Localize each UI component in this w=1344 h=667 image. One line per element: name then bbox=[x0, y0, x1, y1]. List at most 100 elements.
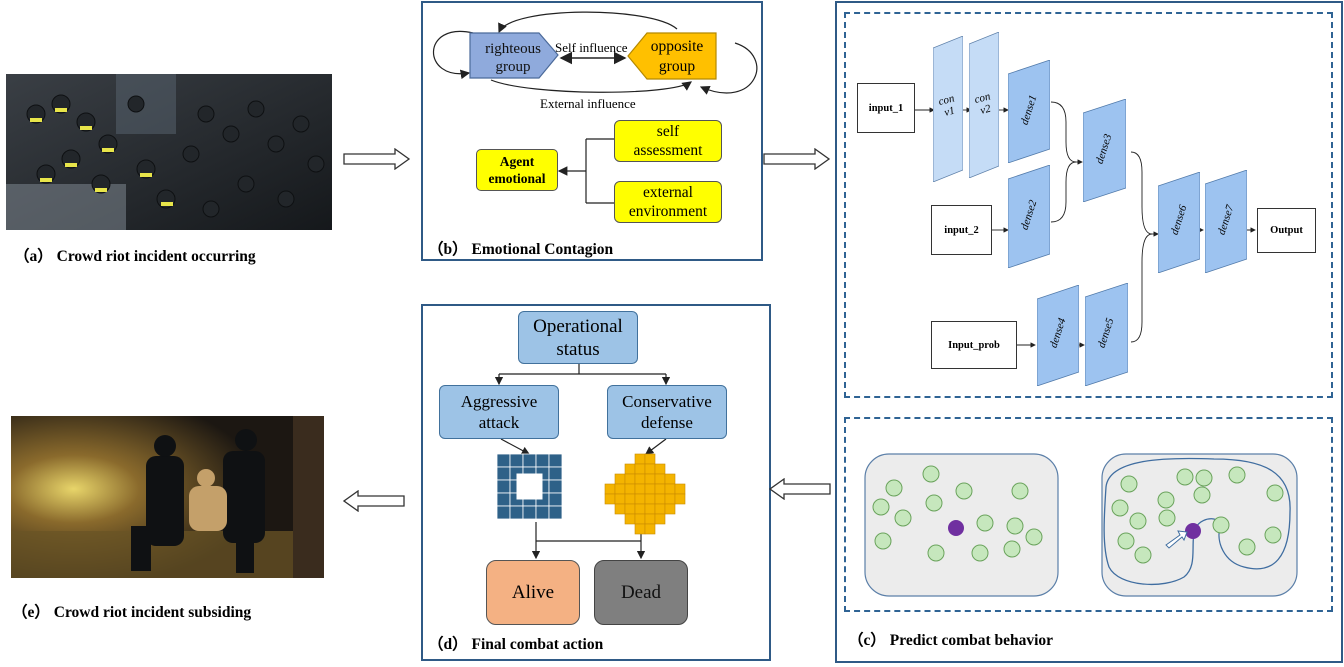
dense5-layer: dense5 bbox=[1085, 283, 1128, 386]
defense-formation-cell bbox=[654, 483, 666, 495]
output-box: Output bbox=[1257, 208, 1316, 253]
defense-formation-cell bbox=[634, 523, 646, 535]
defense-formation-cell bbox=[674, 483, 686, 495]
caption-e: （e） Crowd riot incident subsiding bbox=[12, 604, 252, 621]
defense-formation-cell bbox=[614, 503, 626, 515]
defense-formation-cell bbox=[624, 483, 636, 495]
agent-scene-right bbox=[1101, 453, 1298, 597]
attack-formation-cell bbox=[509, 453, 524, 468]
defense-formation-cell bbox=[634, 503, 646, 515]
attack-formation-cell bbox=[535, 505, 550, 520]
dense3-layer: dense3 bbox=[1083, 99, 1126, 202]
defense-formation-cell bbox=[664, 503, 676, 515]
opposite-group-shape bbox=[627, 32, 717, 80]
combat-connectors bbox=[494, 364, 686, 560]
defense-formation-cell bbox=[664, 483, 676, 495]
attack-formation-cell bbox=[548, 492, 563, 507]
defense-formation-cell bbox=[644, 513, 656, 525]
defense-formation-cell bbox=[654, 463, 666, 475]
defense-formation-cell bbox=[654, 503, 666, 515]
self-influence-label: Self influence bbox=[555, 40, 628, 55]
emotional-contagion-diagram bbox=[433, 11, 758, 204]
attack-formation-hollow bbox=[516, 473, 543, 500]
caption-a: （a） Crowd riot incident occurring bbox=[14, 248, 256, 265]
defense-formation-cell bbox=[614, 493, 626, 505]
agent-scenes bbox=[864, 453, 1298, 597]
defense-formation-cell bbox=[634, 513, 646, 525]
external-influence-label: External influence bbox=[540, 96, 636, 111]
attack-formation-cell bbox=[548, 479, 563, 494]
defense-formation-cell bbox=[654, 513, 666, 525]
arrow-a-to-b bbox=[343, 148, 411, 170]
defense-formation-cell bbox=[654, 493, 666, 505]
defense-formation-cell bbox=[634, 493, 646, 505]
defense-formation-cell bbox=[634, 453, 646, 465]
defense-formation-cell bbox=[634, 473, 646, 485]
input-1-box: input_1 bbox=[857, 83, 915, 133]
defense-formation-cell bbox=[614, 473, 626, 485]
alive-box: Alive bbox=[486, 560, 580, 625]
agent-target-surrounded bbox=[1185, 523, 1201, 539]
defense-formation-cell bbox=[674, 493, 686, 505]
attack-formation-cell bbox=[548, 453, 563, 468]
defense-formation-cell bbox=[644, 453, 656, 465]
defense-formation-cell bbox=[624, 503, 636, 515]
defense-formation-cell bbox=[604, 483, 616, 495]
defense-formation-cell bbox=[634, 483, 646, 495]
dense4-layer: dense4 bbox=[1037, 285, 1079, 386]
attack-formation-cell bbox=[548, 466, 563, 481]
defense-formation-cell bbox=[644, 493, 656, 505]
defense-formation-cell bbox=[604, 493, 616, 505]
input-2-box: input_2 bbox=[931, 205, 992, 255]
attack-formation-cell bbox=[496, 453, 511, 468]
agents-dashed-frame bbox=[844, 417, 1333, 612]
righteous-group-shape bbox=[469, 32, 559, 79]
panel-emotional-contagion bbox=[421, 1, 763, 261]
defense-formation-cell bbox=[664, 473, 676, 485]
attack-formation-cell bbox=[522, 453, 537, 468]
defense-formation-cell bbox=[634, 463, 646, 475]
attack-formation-cell bbox=[522, 505, 537, 520]
defense-formation-cell bbox=[654, 473, 666, 485]
riot-subsiding-photo bbox=[11, 416, 324, 578]
defense-formation-cell bbox=[664, 493, 676, 505]
panel-final-combat-action bbox=[421, 304, 771, 661]
defense-formation-cell bbox=[624, 493, 636, 505]
dense6-layer: dense6 bbox=[1158, 172, 1200, 273]
attack-formation-cell bbox=[509, 505, 524, 520]
caption-b: （b） Emotional Contagion bbox=[428, 241, 614, 258]
defense-formation-cell bbox=[644, 463, 656, 475]
network-dashed-frame bbox=[844, 12, 1333, 398]
caption-d: （d） Final combat action bbox=[428, 636, 604, 653]
arrow-c-to-d bbox=[769, 478, 831, 500]
attack-formation-cell bbox=[535, 453, 550, 468]
attack-formation-cell bbox=[496, 492, 511, 507]
defense-formation-cell bbox=[644, 473, 656, 485]
input-prob-box: Input_prob bbox=[931, 321, 1017, 369]
defense-formation-cell bbox=[644, 503, 656, 515]
attack-formation-cell bbox=[496, 505, 511, 520]
attack-formation-cell bbox=[548, 505, 563, 520]
riot-occurring-photo bbox=[6, 74, 332, 230]
dense2-layer: dense2 bbox=[1008, 165, 1050, 268]
attack-formation-cell bbox=[496, 479, 511, 494]
defense-formation-cell bbox=[624, 473, 636, 485]
dense1-layer: dense1 bbox=[1008, 60, 1050, 163]
defense-formation-cell bbox=[614, 483, 626, 495]
attack-formation-cell bbox=[496, 466, 511, 481]
defense-formation-cell bbox=[644, 523, 656, 535]
defense-formation-cell bbox=[644, 483, 656, 495]
agent-target bbox=[948, 520, 964, 536]
caption-c: （c） Predict combat behavior bbox=[848, 632, 1054, 649]
arrow-b-to-c bbox=[763, 148, 831, 170]
dead-box: Dead bbox=[594, 560, 688, 625]
